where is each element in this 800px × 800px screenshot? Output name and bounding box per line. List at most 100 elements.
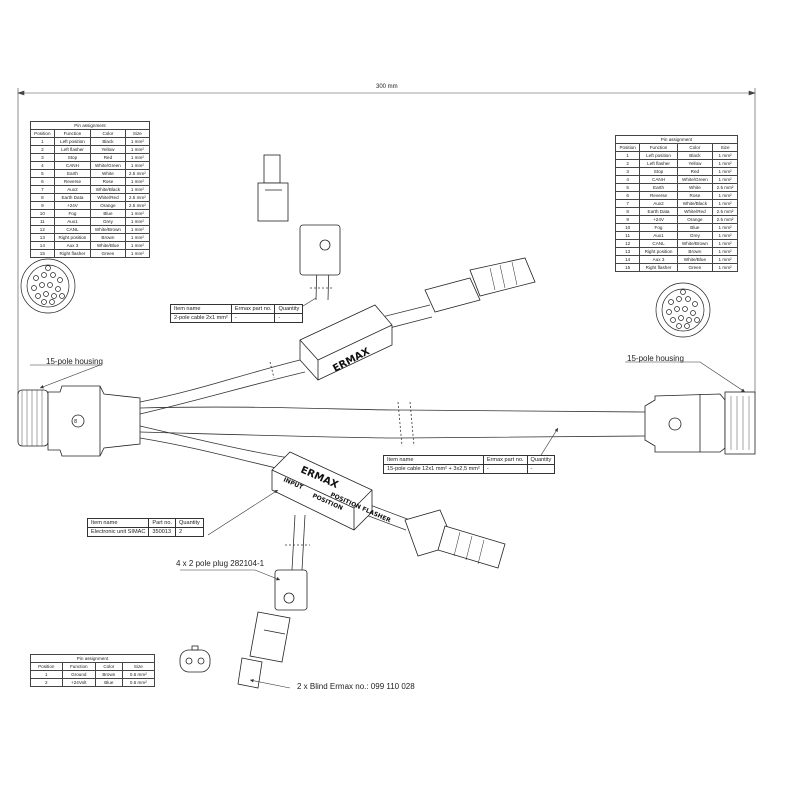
cell: Right flasher — [639, 263, 678, 272]
cell: Earth Data — [639, 207, 678, 216]
col-header: Part no. — [148, 518, 176, 528]
cell: Blue — [90, 209, 126, 218]
small-2pin-face — [179, 645, 211, 673]
cell: Earth — [53, 169, 92, 178]
col-header: Color — [90, 129, 126, 138]
cell: 1 mm² — [124, 137, 151, 146]
cell: Green — [676, 263, 714, 272]
cell: White/Black — [676, 199, 714, 208]
cell: +24V — [639, 215, 678, 224]
cell: 7 — [30, 185, 55, 194]
cell: 1 mm² — [712, 223, 738, 232]
cell: Blue — [95, 678, 123, 687]
cell: 1 mm² — [124, 161, 151, 170]
dimension-line — [17, 88, 756, 395]
cell: Blue — [676, 223, 714, 232]
col-header: Position — [614, 143, 641, 152]
col-header: Size — [712, 143, 738, 152]
cell: Grey — [676, 231, 714, 240]
cell: 6 — [30, 177, 55, 186]
cell: 2 — [614, 159, 641, 168]
cell: 1 mm² — [712, 255, 738, 264]
cell: 2 — [175, 527, 204, 537]
cell: 5 — [30, 169, 55, 178]
cell: 1 mm² — [712, 191, 738, 200]
cell: 8 — [30, 193, 55, 202]
col-header: Item name — [383, 455, 484, 465]
col-header: Size — [121, 662, 156, 671]
cell: 1 mm² — [712, 167, 738, 176]
lower-branch-cable — [139, 425, 411, 571]
cell: Orange — [90, 201, 126, 210]
cell: 1 mm² — [124, 249, 151, 258]
cell: Brown — [90, 233, 126, 242]
cell: 2.5 mm² — [124, 201, 151, 210]
cell: Yellow — [90, 145, 126, 154]
cell: 4 — [614, 175, 641, 184]
cell: Red — [676, 167, 714, 176]
cell: 12 — [614, 239, 641, 248]
cell: CANH — [639, 175, 678, 184]
cell: White/Red — [676, 207, 714, 216]
col-header: Quantity — [526, 455, 556, 465]
cell: +24Volt — [61, 678, 97, 687]
cell: Right position — [639, 247, 678, 256]
cell: Black — [676, 151, 714, 160]
cell: 9 — [30, 201, 55, 210]
cell: - — [482, 464, 528, 474]
cell: 2.5 mm² — [712, 207, 738, 216]
label-plug: 4 x 2 pole plug 282104-1 — [176, 559, 265, 568]
right-connector-face — [655, 282, 711, 338]
cell: 1 — [30, 670, 63, 679]
cell: 1 mm² — [124, 145, 151, 154]
cell: White/Blue — [90, 241, 126, 250]
cell: 11 — [614, 231, 641, 240]
cell: 4 — [30, 161, 55, 170]
right-lower-2pole-connector — [404, 509, 506, 569]
cell: 1 mm² — [712, 199, 738, 208]
item-table-15pole-cable: Item name Ermax part no. Quantity 15-pol… — [383, 455, 556, 474]
cell: Aux2 — [53, 185, 92, 194]
cell: Aux 3 — [639, 255, 678, 264]
cell: 1 mm² — [712, 175, 738, 184]
cell: White/Green — [676, 175, 714, 184]
cell: 2.5 mm² — [712, 183, 738, 192]
cell: 1 mm² — [124, 185, 151, 194]
cell: 15-pole cable 12x1 mm² + 3x2,5 mm² — [383, 464, 484, 474]
cell: 350013 — [148, 527, 176, 537]
cell: Reverse — [639, 191, 678, 200]
cell: White/Red — [90, 193, 126, 202]
cell: 1 mm² — [124, 241, 151, 250]
table-row: 15-pole cable 12x1 mm² + 3x2,5 mm² - - — [383, 464, 556, 474]
cell: Red — [90, 153, 126, 162]
cell: 11 — [30, 217, 55, 226]
cell: Left flasher — [639, 159, 678, 168]
cell: White/Black — [90, 185, 126, 194]
cell: Earth — [639, 183, 678, 192]
cell: 1 mm² — [124, 225, 151, 234]
cell: Left position — [639, 151, 678, 160]
cell: Orange — [676, 215, 714, 224]
cell: Fog — [639, 223, 678, 232]
dimension-label: 300 mm — [376, 84, 398, 90]
